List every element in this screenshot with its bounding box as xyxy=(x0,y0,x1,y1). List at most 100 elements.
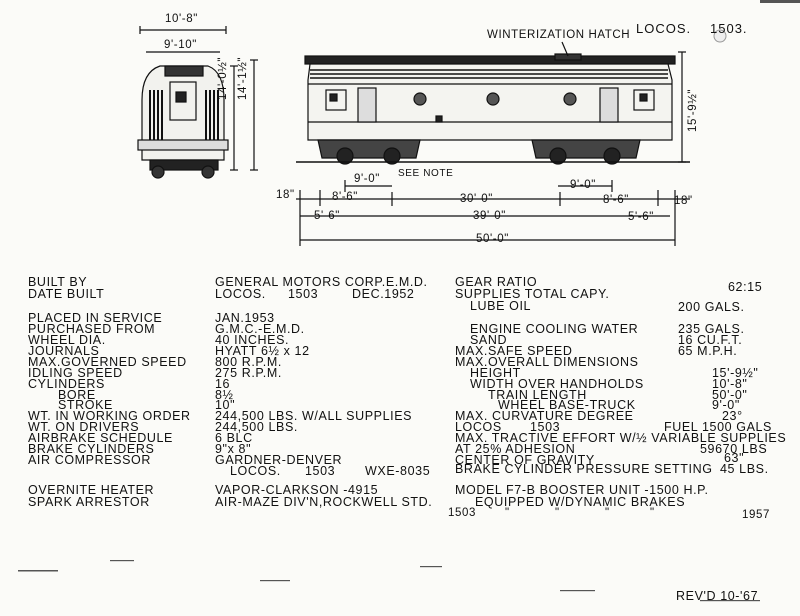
label-height: HEIGHT xyxy=(470,366,521,380)
locomotive-number: 1503. xyxy=(710,21,748,36)
dim-left-56: 5'-6" xyxy=(314,210,340,222)
dim-front-h2: 14'-1½" xyxy=(237,56,249,100)
dim-front-width: 10'-8" xyxy=(165,13,198,25)
label-airbrake: AIRBRAKE SCHEDULE xyxy=(28,431,173,445)
ditto-mark-3: " xyxy=(605,507,610,519)
front-view-drawing xyxy=(137,65,229,179)
dim-front-h1: 14'-0½" xyxy=(217,56,229,100)
value-brake-cyl: 9"x 8" xyxy=(215,442,252,456)
label-bcp: BRAKE CYLINDER PRESSURE SETTING xyxy=(455,462,713,476)
label-curv: MAX. CURVATURE DEGREE xyxy=(455,409,634,423)
value-wbt: 9'-0" xyxy=(712,398,740,412)
label-stroke: STROKE xyxy=(58,398,113,412)
ditto-mark-1: " xyxy=(505,507,510,519)
label-width: WIDTH OVER HANDHOLDS xyxy=(470,377,644,391)
label-maxgov: MAX.GOVERNED SPEED xyxy=(28,355,187,369)
revision-note: REV'D 10-'67 xyxy=(676,589,759,603)
dim-right-86: 8'-6" xyxy=(603,194,629,206)
label-sand: SAND xyxy=(470,333,508,347)
label-train: TRAIN LENGTH xyxy=(488,388,587,402)
label-bore: BORE xyxy=(58,388,96,402)
value-comp2-model: WXE-8035 xyxy=(365,464,431,478)
side-view-drawing xyxy=(296,53,690,165)
value-wheel: 40 INCHES. xyxy=(215,333,290,347)
value-spark: AIR-MAZE DIV'N,ROCKWELL STD. xyxy=(215,495,433,509)
dim-right-18: 18" xyxy=(674,195,693,207)
label-tractive: MAX. TRACTIVE EFFORT W/½ VARIABLE SUPPLI… xyxy=(455,431,787,445)
label-placed: PLACED IN SERVICE xyxy=(28,311,163,325)
dim-right-56: 5'-6" xyxy=(628,211,654,223)
dim-center: 30'-0" xyxy=(460,193,493,205)
value-adhesion: 59670 LBS xyxy=(700,442,768,456)
value-maxgov: 800 R.P.M. xyxy=(215,355,282,369)
value-height: 15'-9½" xyxy=(712,366,759,380)
label-heater: OVERNITE HEATER xyxy=(28,483,155,497)
ditto-mark-2: " xyxy=(555,507,560,519)
model-year: 1957 xyxy=(742,509,770,521)
dim-front-inner: 9'-10" xyxy=(164,39,197,51)
label-supplies: SUPPLIES TOTAL CAPY. xyxy=(455,287,610,301)
label-fuel-locos: LOCOS xyxy=(455,420,502,434)
value-gear: 62:15 xyxy=(728,280,763,294)
ditto-mark-4: " xyxy=(650,507,655,519)
value-date: DEC.1952 xyxy=(352,287,415,301)
dim-truck-a: 9'-0" xyxy=(354,173,380,185)
label-journals: JOURNALS xyxy=(28,344,100,358)
value-comp2-no: 1503 xyxy=(305,464,336,478)
model-line-2: EQUIPPED W/DYNAMIC BRAKES xyxy=(475,495,686,509)
label-purchased: PURCHASED FROM xyxy=(28,322,156,336)
value-width: 10'-8" xyxy=(712,377,748,391)
dim-overall-50: 50'-0" xyxy=(476,233,509,245)
dim-see-note: SEE NOTE xyxy=(398,168,454,179)
section-label: LOCOS. xyxy=(636,21,692,36)
value-wt-order: 244,500 LBS. W/ALL SUPPLIES xyxy=(215,409,413,423)
value-cog: 63" xyxy=(724,451,745,465)
value-wt-drivers: 244,500 LBS. xyxy=(215,420,298,434)
value-builder: GENERAL MOTORS CORP.E.M.D. xyxy=(215,275,428,289)
label-idling: IDLING SPEED xyxy=(28,366,123,380)
label-cylinders: CYLINDERS xyxy=(28,377,105,391)
value-comp2-locos: LOCOS. xyxy=(230,464,281,478)
value-placed: JAN.1953 xyxy=(215,311,275,325)
value-fuel: FUEL 1500 GALS xyxy=(664,420,772,434)
label-cog: CENTER OF GRAVITY xyxy=(455,453,595,467)
dim-side-height: 15'-9½" xyxy=(687,88,699,132)
value-lube: 200 GALS. xyxy=(678,300,745,314)
dim-left-18: 18" xyxy=(276,189,295,201)
model-row-number: 1503 xyxy=(448,507,476,519)
label-air-comp: AIR COMPRESSOR xyxy=(28,453,151,467)
hatch-label: WINTERIZATION HATCH xyxy=(487,29,631,41)
label-wheel: WHEEL DIA. xyxy=(28,333,106,347)
value-stroke: 10" xyxy=(215,398,236,412)
model-line-1: MODEL F7-B BOOSTER UNIT -1500 H.P. xyxy=(455,483,709,497)
value-idling: 275 R.P.M. xyxy=(215,366,282,380)
label-wt-order: WT. IN WORKING ORDER xyxy=(28,409,191,423)
value-cylinders: 16 xyxy=(215,377,231,391)
label-gear: GEAR RATIO xyxy=(455,275,538,289)
value-purchased: G.M.C.-E.M.D. xyxy=(215,322,305,336)
label-spark: SPARK ARRESTOR xyxy=(28,495,150,509)
label-wbt: WHEEL BASE-TRUCK xyxy=(498,398,636,412)
label-maxsafe: MAX.SAFE SPEED xyxy=(455,344,573,358)
dim-overall-39: 39'-0" xyxy=(473,210,506,222)
dim-truck-b: 9'-0" xyxy=(570,179,596,191)
value-cooling: 235 GALS. xyxy=(678,322,745,336)
value-comp1: GARDNER-DENVER xyxy=(215,453,343,467)
label-built-by: BUILT BY xyxy=(28,275,88,289)
value-journals: HYATT 6½ x 12 xyxy=(215,344,310,358)
value-airbrake: 6 BLC xyxy=(215,431,253,445)
value-bore: 8½ xyxy=(215,388,234,402)
label-date-built: DATE BUILT xyxy=(28,287,105,301)
value-heater: VAPOR-CLARKSON -4915 xyxy=(215,483,379,497)
dim-left-86: 8'-6" xyxy=(332,191,358,203)
value-maxsafe: 65 M.P.H. xyxy=(678,344,738,358)
value-curv: 23° xyxy=(722,409,743,423)
label-lube: LUBE OIL xyxy=(470,299,532,313)
value-fuel-locos-no: 1503 xyxy=(530,420,561,434)
label-cooling: ENGINE COOLING WATER xyxy=(470,322,639,336)
value-bcp: 45 LBS. xyxy=(720,462,769,476)
label-maxdim: MAX.OVERALL DIMENSIONS xyxy=(455,355,639,369)
value-sand: 16 CU.F.T. xyxy=(678,333,743,347)
value-locos-no: 1503 xyxy=(288,287,319,301)
